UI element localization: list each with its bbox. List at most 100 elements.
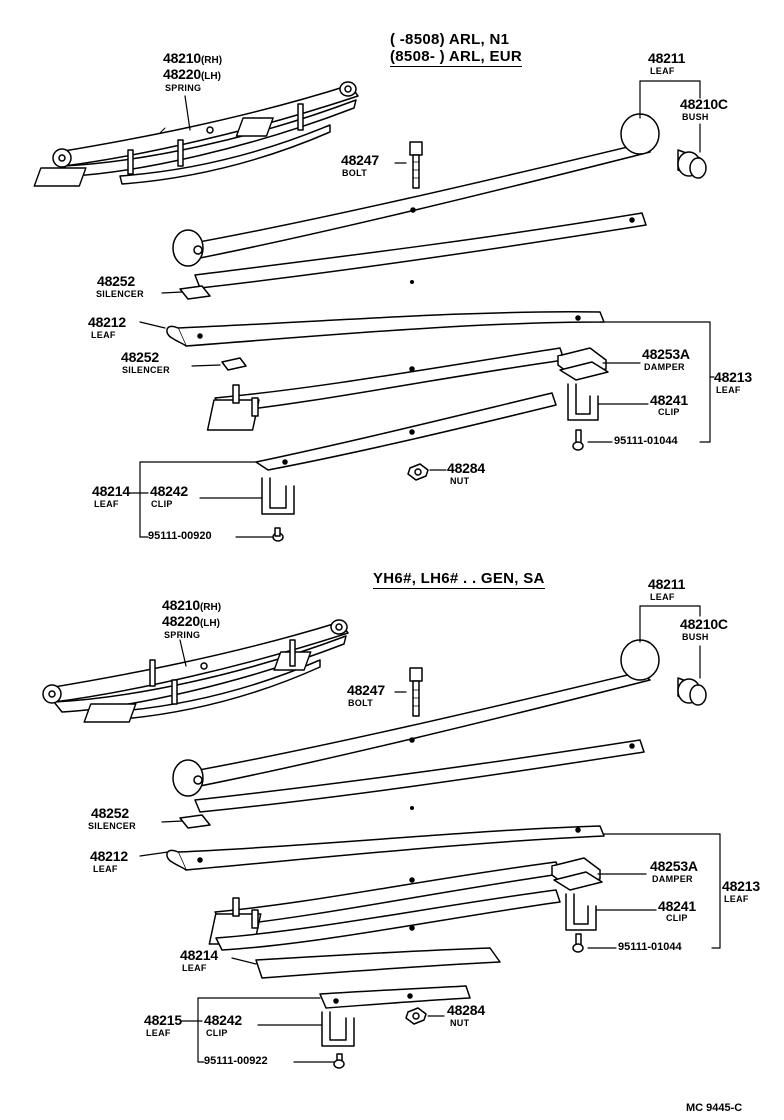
nut-pn[interactable]: 48284: [447, 1002, 485, 1018]
leaf-48215-pn[interactable]: 48215: [144, 1012, 182, 1028]
leader-lines: [139, 605, 721, 1063]
applicability-header-line-1: ( -8508) ARL, N1: [390, 31, 510, 48]
leaf-48211-pn[interactable]: 48211: [648, 576, 686, 592]
screw-00920-pn[interactable]: 95111-00920: [148, 530, 212, 542]
bolt-icon: [409, 141, 423, 189]
nut-pn[interactable]: 48284: [447, 460, 485, 476]
figure-code: MC 9445-C: [686, 1102, 743, 1114]
leaf-48214-pn[interactable]: 48214: [180, 947, 218, 963]
diagram-1-artwork: [33, 80, 715, 542]
silencer-pn[interactable]: 48252: [121, 349, 159, 365]
leaf-48214-name: LEAF: [94, 499, 119, 509]
clip-48242-pn[interactable]: 48242: [204, 1012, 242, 1028]
silencer-name: SILENCER: [122, 365, 170, 375]
silencer-pn[interactable]: 48252: [97, 273, 135, 289]
leaf-48213-pn[interactable]: 48213: [714, 369, 752, 385]
damper-name: DAMPER: [644, 362, 685, 372]
bolt-name: BOLT: [342, 168, 368, 178]
short-leaf-icon: [255, 947, 501, 979]
clip-48242-pn[interactable]: 48242: [150, 483, 188, 499]
screw-01044-pn[interactable]: 95111-01044: [614, 435, 678, 447]
leaf-48214-icon: [255, 392, 557, 471]
leaf-48211-name: LEAF: [650, 592, 675, 602]
leaf-two-icon: [194, 212, 647, 289]
damper-pn[interactable]: 48253A: [650, 858, 698, 874]
screw-icon: [333, 1053, 345, 1069]
side-suffix: (RH): [199, 602, 222, 613]
leaf-48214-icon: [215, 889, 561, 951]
damper-name: DAMPER: [652, 874, 693, 884]
clip-48242-name: CLIP: [151, 499, 173, 509]
leaf-48214-pn[interactable]: 48214: [92, 483, 130, 499]
leaf-48212-name: LEAF: [91, 330, 116, 340]
leaf-48212-icon: [166, 311, 605, 347]
leaf-48212-pn[interactable]: 48212: [90, 848, 128, 864]
silencer-pad-icon: [179, 814, 211, 829]
leaf-48215-name: LEAF: [146, 1028, 171, 1038]
clip-icon: [261, 477, 295, 515]
side-suffix: (RH): [200, 55, 223, 66]
clip-48242-name: CLIP: [206, 1028, 228, 1038]
leaf-48213-icon: [206, 347, 565, 431]
leaf-48213-name: LEAF: [716, 385, 741, 395]
spring-assembly-icon: [42, 619, 349, 723]
spring-lh-label[interactable]: 48220(LH): [162, 614, 220, 630]
spring-name: SPRING: [164, 630, 201, 640]
screw-icon: [272, 527, 284, 542]
damper-icon: [551, 857, 603, 891]
leaf-48211-name: LEAF: [650, 66, 675, 76]
screw-01044-pn[interactable]: 95111-01044: [618, 941, 682, 953]
bolt-pn[interactable]: 48247: [341, 152, 379, 168]
main-leaf-48211-icon: [172, 113, 660, 267]
leaf-48212-name: LEAF: [93, 864, 118, 874]
silencer-pn[interactable]: 48252: [91, 805, 129, 821]
screw-00922-pn[interactable]: 95111-00922: [204, 1055, 268, 1067]
clip-48241-name: CLIP: [666, 913, 688, 923]
nut-name: NUT: [450, 476, 470, 486]
leaf-48211-pn[interactable]: 48211: [648, 50, 686, 66]
part-number: 48220: [162, 613, 200, 629]
leader-lines: [127, 80, 715, 538]
part-number: 48210: [162, 597, 200, 613]
spring-assembly-icon: [33, 81, 359, 187]
nut-icon: [405, 1007, 427, 1025]
leaf-48213-name: LEAF: [724, 894, 749, 904]
leaf-48212-pn[interactable]: 48212: [88, 314, 126, 330]
side-suffix: (LH): [199, 618, 220, 629]
bush-pn[interactable]: 48210C: [680, 96, 728, 112]
spring-name: SPRING: [165, 83, 202, 93]
leaf-48213-pn[interactable]: 48213: [722, 878, 760, 894]
screw-icon: [572, 933, 584, 953]
leaf-48215-icon: [319, 985, 471, 1009]
screw-icon: [572, 429, 584, 451]
bolt-pn[interactable]: 48247: [347, 682, 385, 698]
applicability-header-line-2: (8508- ) ARL, EUR: [390, 48, 523, 67]
diagram-2-artwork: [42, 605, 721, 1069]
part-number: 48210: [163, 50, 201, 66]
bolt-icon: [409, 667, 423, 717]
applicability-header: YH6#, LH6# . . GEN, SA: [373, 570, 545, 589]
damper-pn[interactable]: 48253A: [642, 346, 690, 362]
bush-pn[interactable]: 48210C: [680, 616, 728, 632]
silencer-name: SILENCER: [96, 289, 144, 299]
clip-48241-pn[interactable]: 48241: [658, 898, 696, 914]
bush-icon: [677, 149, 707, 179]
clip-icon: [321, 1011, 355, 1047]
clip-48241-name: CLIP: [658, 407, 680, 417]
silencer-pad-icon: [179, 285, 211, 300]
clip-48241-pn[interactable]: 48241: [650, 392, 688, 408]
bush-icon: [677, 677, 707, 706]
spring-rh-label[interactable]: 48210(RH): [163, 51, 222, 67]
spring-rh-label[interactable]: 48210(RH): [162, 598, 221, 614]
clip-icon: [567, 383, 599, 421]
nut-icon: [407, 463, 429, 481]
nut-name: NUT: [450, 1018, 470, 1028]
damper-icon: [557, 347, 609, 381]
spring-lh-label[interactable]: 48220(LH): [163, 67, 221, 83]
silencer-name: SILENCER: [88, 821, 136, 831]
leaf-48214-name: LEAF: [182, 963, 207, 973]
clip-icon: [565, 893, 597, 931]
main-leaf-48211-icon: [172, 639, 660, 797]
